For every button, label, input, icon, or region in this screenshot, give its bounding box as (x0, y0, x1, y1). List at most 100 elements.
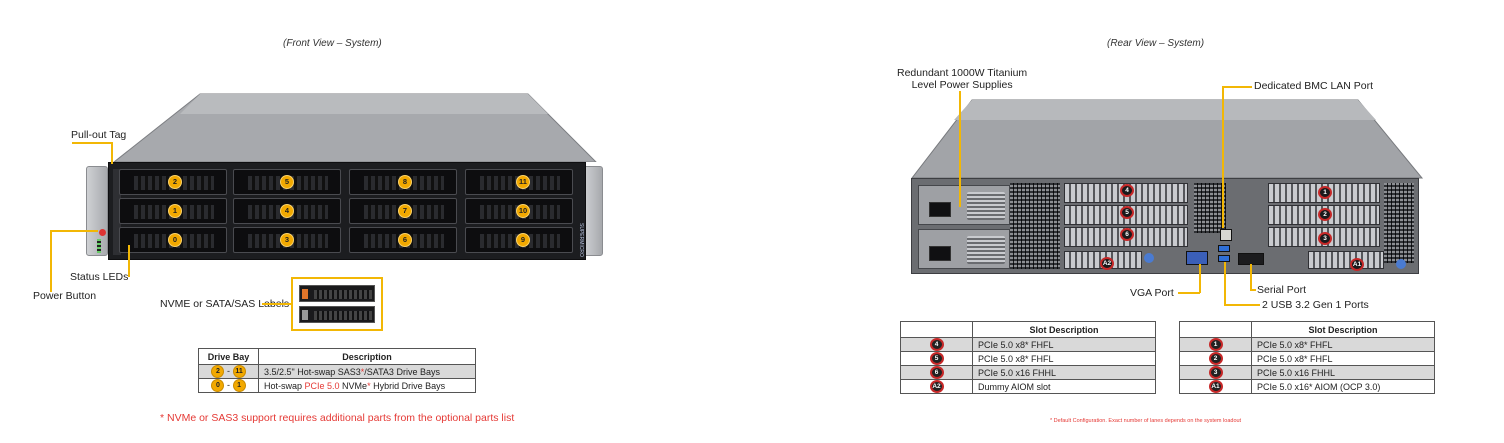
drive-bay[interactable]: 0 (119, 227, 227, 253)
rear-footnote: * Default Configuration. Exact number of… (1050, 418, 1242, 424)
drive-bay[interactable]: 8 (349, 169, 457, 195)
callout-line (128, 245, 130, 277)
table-row: A1 PCIe 5.0 x16* AIOM (OCP 3.0) (1179, 379, 1435, 394)
bay-number-badge: 9 (516, 233, 530, 247)
drive-bay[interactable]: 6 (349, 227, 457, 253)
drive-bay[interactable]: 10 (465, 198, 573, 224)
drive-bay[interactable]: 11 (465, 169, 573, 195)
slot-description: PCIe 5.0 x8* FHFL (1251, 337, 1435, 352)
slot-description: PCIe 5.0 x16 FHHL (1251, 365, 1435, 380)
drive-labels-label: NVME or SATA/SAS Labels (160, 298, 290, 310)
psu-label-line1: Redundant 1000W Titanium (897, 67, 1028, 79)
psu-label-line2: Level Power Supplies (911, 79, 1013, 91)
slot-badge: A2 (929, 380, 944, 393)
vga-port[interactable] (1186, 251, 1208, 265)
usb-port[interactable] (1218, 245, 1230, 252)
callout-line (111, 142, 113, 164)
slot-badge: 1 (1318, 186, 1332, 199)
usb-ports-label: 2 USB 3.2 Gen 1 Ports (1262, 299, 1369, 311)
vga-port-label: VGA Port (1130, 287, 1174, 299)
slot-badge: 2 (1318, 208, 1332, 221)
callout-line (1224, 304, 1260, 306)
aiom-slot (1308, 251, 1384, 269)
slot-badge: 6 (1120, 228, 1134, 241)
bay-badge: 0 (211, 379, 225, 392)
slot-badge: 5 (1120, 206, 1134, 219)
callout-line (72, 142, 112, 144)
rear-chassis-top (910, 99, 1424, 179)
table-row: 4 PCIe 5.0 x8* FHFL (900, 337, 1156, 352)
slot-description: PCIe 5.0 x8* FHFL (1251, 351, 1435, 366)
drive-bay-description: Hot-swap PCIe 5.0 NVMe* Hybrid Drive Bay… (258, 378, 476, 393)
drive-bay[interactable]: 1 (119, 198, 227, 224)
bay-number-badge: 1 (168, 204, 182, 218)
drive-bay-description: 3.5/2.5" Hot-swap SAS3*/SATA3 Drive Bays (258, 364, 476, 379)
slot-badge: 2 (1208, 352, 1223, 365)
rear-vent (1010, 183, 1060, 269)
callout-line (1224, 262, 1226, 304)
bay-badge: 11 (232, 365, 246, 378)
status-leds (97, 239, 101, 253)
bmc-lan-port[interactable] (1220, 229, 1232, 241)
callout-line (50, 230, 52, 292)
bay-number-badge: 6 (398, 233, 412, 247)
power-supply (918, 229, 1010, 269)
front-chassis-top (113, 93, 597, 162)
slot-badge: 3 (1318, 232, 1332, 245)
slot-description: PCIe 5.0 x8* FHFL (972, 337, 1156, 352)
drive-label-inset (291, 277, 383, 331)
callout-line (1222, 86, 1252, 88)
status-leds-label: Status LEDs (70, 271, 129, 283)
table-row: A2 Dummy AIOM slot (900, 379, 1156, 394)
table-row: 0 - 1 Hot-swap PCIe 5.0 NVMe* Hybrid Dri… (198, 378, 476, 393)
power-plug (929, 202, 951, 217)
slot-description: PCIe 5.0 x16 FHHL (972, 365, 1156, 380)
bay-badge: 2 (211, 365, 225, 378)
slot-table-left: Slot Description 4 PCIe 5.0 x8* FHFL 5 P… (900, 321, 1156, 394)
psu-fan (967, 192, 1005, 220)
slot-badge: A2 (1100, 257, 1114, 270)
slot-badge: 4 (929, 338, 944, 351)
bay-number-badge: 11 (516, 175, 530, 189)
slot-badge: A1 (1350, 258, 1364, 271)
callout-line (959, 91, 961, 207)
drive-bay[interactable]: 2 (119, 169, 227, 195)
psu-label: Redundant 1000W Titanium Level Power Sup… (897, 67, 1027, 91)
drive-bay[interactable]: 3 (233, 227, 341, 253)
control-panel (113, 169, 121, 255)
brand-logo: SUPERMICRO (578, 223, 584, 257)
slot-description: Dummy AIOM slot (972, 379, 1156, 394)
bmc-lan-label: Dedicated BMC LAN Port (1254, 80, 1374, 92)
table-row: 6 PCIe 5.0 x16 FHHL (900, 365, 1156, 380)
sata-sas-label-tray (299, 306, 375, 323)
table-row: 2 PCIe 5.0 x8* FHFL (1179, 351, 1435, 366)
bay-number-badge: 0 (168, 233, 182, 247)
table-header: Slot Description (972, 321, 1156, 338)
drive-bay[interactable]: 9 (465, 227, 573, 253)
table-row: 1 PCIe 5.0 x8* FHFL (1179, 337, 1435, 352)
rear-view-caption: (Rear View – System) (1107, 38, 1205, 49)
rear-vent (1384, 183, 1414, 263)
rear-panel: 4 5 6 A2 1 2 3 A1 (911, 178, 1419, 274)
front-footnote: * NVMe or SAS3 support requires addition… (160, 412, 515, 424)
drive-bay[interactable]: 5 (233, 169, 341, 195)
range-dash: - (227, 379, 230, 390)
drive-bay[interactable]: 7 (349, 198, 457, 224)
bay-number-badge: 7 (398, 204, 412, 218)
table-header: Description (258, 348, 476, 365)
front-view-caption: (Front View – System) (283, 38, 382, 49)
bay-number-badge: 8 (398, 175, 412, 189)
bay-number-badge: 4 (280, 204, 294, 218)
power-button-label: Power Button (33, 290, 97, 302)
slot-description: PCIe 5.0 x16* AIOM (OCP 3.0) (1251, 379, 1435, 394)
power-button[interactable] (99, 229, 106, 236)
callout-line (262, 303, 292, 305)
range-dash: - (227, 365, 230, 376)
table-header (1179, 321, 1252, 338)
usb-port[interactable] (1218, 255, 1230, 262)
slot-badge: 5 (929, 352, 944, 365)
callout-line (50, 230, 98, 232)
drive-bay[interactable]: 4 (233, 198, 341, 224)
right-rack-ear (583, 166, 603, 256)
rear-vent (1194, 183, 1226, 233)
